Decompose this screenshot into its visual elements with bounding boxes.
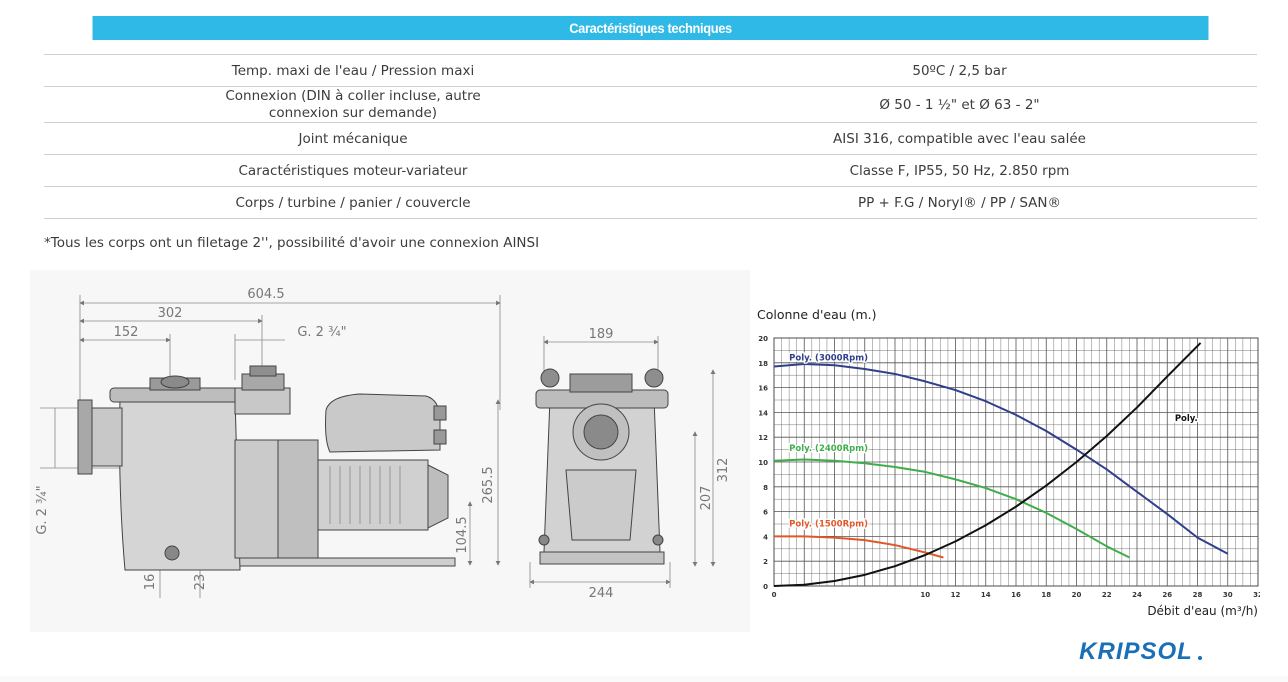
pump-drawing-svg: 604.5 302 152 G. 2 ¾" G. 2 ¾" 265.5 104.… [35,287,731,601]
y-tick-label: 18 [758,360,768,368]
dim-front-axis: 207 [699,486,714,511]
x-tick-label: 16 [1011,591,1021,599]
dim-body: 302 [158,306,183,321]
y-tick-label: 14 [758,409,768,417]
spec-value: AISI 316, compatible avec l'eau salée [662,122,1257,155]
spec-table: Temp. maxi de l'eau / Pression maxi 50ºC… [44,54,1257,219]
y-tick-label: 2 [763,558,768,566]
x-tick-label: 14 [981,591,991,599]
spec-value: Classe F, IP55, 50 Hz, 2.850 rpm [662,154,1257,187]
dim-overall: 604.5 [247,287,284,302]
logo-dot [1198,656,1202,660]
dim-height: 265.5 [481,466,496,503]
pump-front-view [535,368,669,565]
spec-label-line2: connexion sur demande) [268,104,438,121]
dim-width-base: 244 [589,586,614,601]
y-tick-label: 12 [758,434,768,442]
spec-label: Joint mécanique [44,122,662,155]
spec-label: Caractéristiques moteur-variateur [44,154,662,187]
series-line [773,363,1229,555]
x-tick-label: 24 [1132,591,1142,599]
dim-foot2: 23 [193,574,208,591]
spec-value: Ø 50 - 1 ½" et Ø 63 - 2" [662,86,1257,123]
dim-front-height: 312 [716,458,731,483]
table-row: Caractéristiques moteur-variateur Classe… [44,154,1257,187]
y-tick-label: 6 [763,509,768,517]
x-tick-label: 20 [1072,591,1082,599]
x-tick-label: 30 [1223,591,1233,599]
spec-label: Connexion (DIN à coller incluse, autre c… [44,86,662,123]
y-tick-label: 16 [758,385,768,393]
dim-inlet-thread: G. 2 ¾" [35,485,50,534]
dim-foot: 16 [143,574,158,591]
x-tick-label: 18 [1041,591,1051,599]
dim-width-top: 189 [589,327,614,342]
spec-label-line1: Connexion (DIN à coller incluse, autre [225,87,481,104]
series [773,342,1229,587]
performance-chart: 0101214161820222426283032024681012141618… [758,335,1260,599]
axis-ticks: 0101214161820222426283032024681012141618… [758,335,1260,599]
x-tick-label: 26 [1162,591,1172,599]
spec-label: Corps / turbine / panier / couvercle [44,186,662,219]
x-tick-label: 12 [951,591,961,599]
x-tick-label: 32 [1253,591,1260,599]
series-line [773,458,1130,559]
pump-side-view [77,365,456,571]
series-label: Poly. (3000Rpm) [789,353,868,363]
logo-text: KRIPSOL [1079,638,1193,665]
dim-outlet-thread: G. 2 ¾" [297,325,346,340]
table-row: Joint mécanique AISI 316, compatible ave… [44,122,1257,155]
dim-inlet: 152 [114,325,139,340]
series-label: Poly. (1500Rpm) [789,519,868,529]
x-tick-label: 10 [920,591,930,599]
x-tick-label: 22 [1102,591,1112,599]
series-line [773,342,1202,587]
table-row: Connexion (DIN à coller incluse, autre c… [44,86,1257,123]
footnote: *Tous les corps ont un filetage 2'', pos… [44,235,540,251]
y-tick-label: 4 [763,533,768,541]
spec-header: Caractéristiques techniques [92,16,1209,40]
chart-ylabel: Colonne d'eau (m.) [757,307,877,322]
x-tick-label: 28 [1193,591,1203,599]
series-label: Poly. (2400Rpm) [789,444,868,454]
spec-value: 50ºC / 2,5 bar [662,54,1257,87]
table-row: Temp. maxi de l'eau / Pression maxi 50ºC… [44,54,1257,87]
series-labels: Poly. (3000Rpm) Poly. (2400Rpm) Poly. (150… [788,352,1199,531]
page-bottom-strip [0,676,1288,682]
y-tick-label: 8 [763,484,768,492]
series-label: Poly. [1175,414,1198,424]
chart-xlabel: Débit d'eau (m³/h) [1147,604,1258,618]
spec-value: PP + F.G / Noryl® / PP / SAN® [662,186,1257,219]
technical-drawing: 604.5 302 152 G. 2 ¾" G. 2 ¾" 265.5 104.… [30,270,750,632]
table-row: Corps / turbine / panier / couvercle PP … [44,186,1257,219]
x-tick-label: 0 [772,591,777,599]
spec-label: Temp. maxi de l'eau / Pression maxi [44,54,662,87]
dim-axis-height: 104.5 [455,516,470,553]
y-tick-label: 20 [758,335,768,343]
y-tick-label: 10 [758,459,768,467]
y-tick-label: 0 [763,583,768,591]
kripsol-logo: KRIPSOL [1079,638,1202,665]
series-line [774,535,944,559]
